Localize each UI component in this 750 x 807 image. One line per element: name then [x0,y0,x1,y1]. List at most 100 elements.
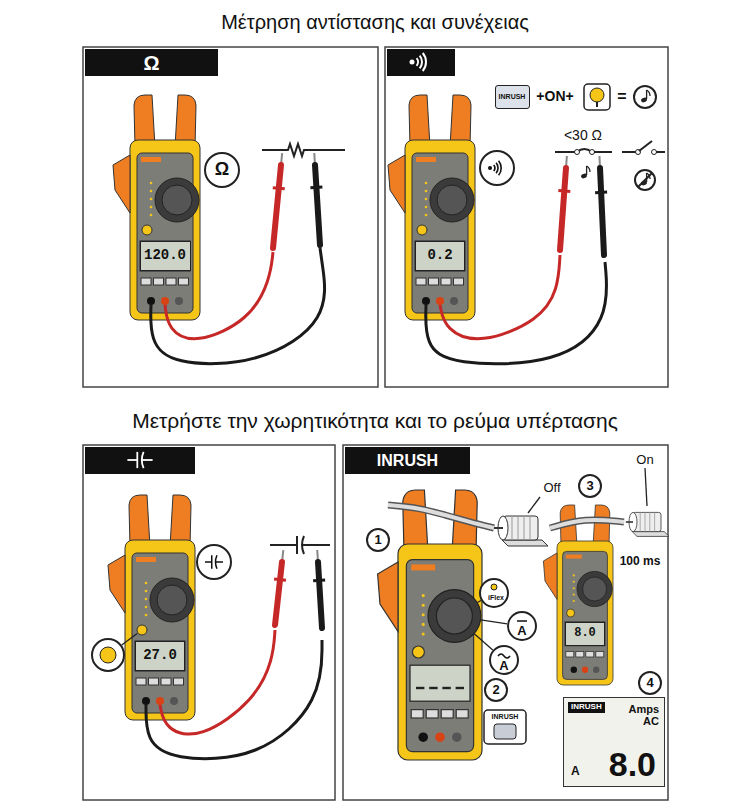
meter-key [566,651,574,657]
motor-shaft [494,527,503,529]
button-stem [596,102,598,107]
motor-rib [530,516,531,540]
brand-strip [141,157,161,162]
display-text: Amps AC [625,703,659,727]
switch-contact [590,150,595,155]
dial-mark [150,206,153,209]
meter-key [411,710,423,718]
probe-guard [274,579,286,580]
node-text: Ω [215,160,229,180]
callout-number: 2 [492,683,499,697]
brand-strip [566,555,582,559]
meter-display: 120.0 [140,241,191,271]
jack [175,297,183,305]
meter-key [426,710,438,718]
meter-key [136,678,146,685]
clamp-jaw [134,95,155,147]
capacitor-lead [270,544,297,546]
rotary-dial [155,178,199,222]
leader-line [645,468,647,506]
note-stem [586,166,587,175]
dial-mark [145,582,148,585]
motor-rib [640,512,641,531]
meter-body [125,540,195,720]
key-sequence: +ON+ [536,89,573,104]
clamp-jaw [450,95,471,147]
rotary-dial-knob [583,577,607,601]
switch-lead [622,151,636,153]
jack-input [436,297,444,305]
meter-body [557,541,613,685]
continuity-arc [423,53,426,71]
dial-mark [150,198,153,201]
cable [550,520,624,528]
leader-line [528,497,540,513]
meter-display [415,241,465,271]
brand-strip [416,157,436,162]
jack-com [418,732,428,742]
jack-input [161,297,169,305]
yellow-button [590,88,604,102]
rotary-dial-knob [436,598,472,634]
jack [452,732,462,742]
continuity-arc [496,163,498,173]
dc-bar [517,620,527,622]
meter-display [140,241,190,271]
sound-off-slash [638,173,652,187]
probe-handle [560,168,566,250]
threshold-label: <30 Ω [564,128,602,143]
meter-display [410,665,470,701]
ac-tilde [498,654,510,658]
motor-rib [654,512,655,531]
jack-input [582,667,588,673]
motor-shaft [626,521,633,523]
meter-key [456,710,468,718]
motor-rib [524,516,525,540]
jack-com [571,667,577,673]
brand-strip [136,557,156,562]
meter-key [576,651,584,657]
motor [626,512,669,536]
meter-body [405,140,475,320]
node-text: 27.0 [143,648,177,663]
continuity-arc [494,165,495,171]
display-text: 8.0 [609,746,656,783]
capacitor-plate [296,536,298,554]
meter-body [130,140,200,320]
node-text: Ω [143,52,159,74]
clamp-meter [113,95,200,320]
meter-face [412,153,468,313]
meter-key [166,278,176,285]
sound-icon [635,170,655,190]
node-text: INRUSH [492,713,519,721]
callout-number: 1 [374,533,381,547]
meter-key [441,278,451,285]
probe-handle [600,168,604,255]
clamp-meter [108,495,195,720]
capacitor-lead [205,561,212,563]
node-text: INRUSH [499,93,526,101]
continuity-arc [417,58,418,66]
continuity-dot [410,60,415,65]
motor-rib [512,516,513,540]
function-label: A [499,659,508,673]
capacitor-plate [136,452,138,468]
meter-key [429,278,439,285]
display-text: A [571,765,580,778]
display-text: INRUSH [568,702,605,713]
probe-handle [315,165,320,245]
dial-mark [425,198,428,201]
meter-display [135,641,185,671]
probe-guard [595,191,607,195]
meter-trigger [378,562,398,632]
clamp-jaw [170,495,191,547]
meter-trigger [543,553,557,599]
continuity-symbol [410,53,427,71]
note-flag [587,166,590,172]
continuity-symbol [488,161,501,175]
display-dash [416,687,424,689]
clamp-jaw [403,490,428,552]
display-dash [429,687,437,689]
meter-display: 0.2 [415,241,465,271]
callout-circle [508,612,536,640]
